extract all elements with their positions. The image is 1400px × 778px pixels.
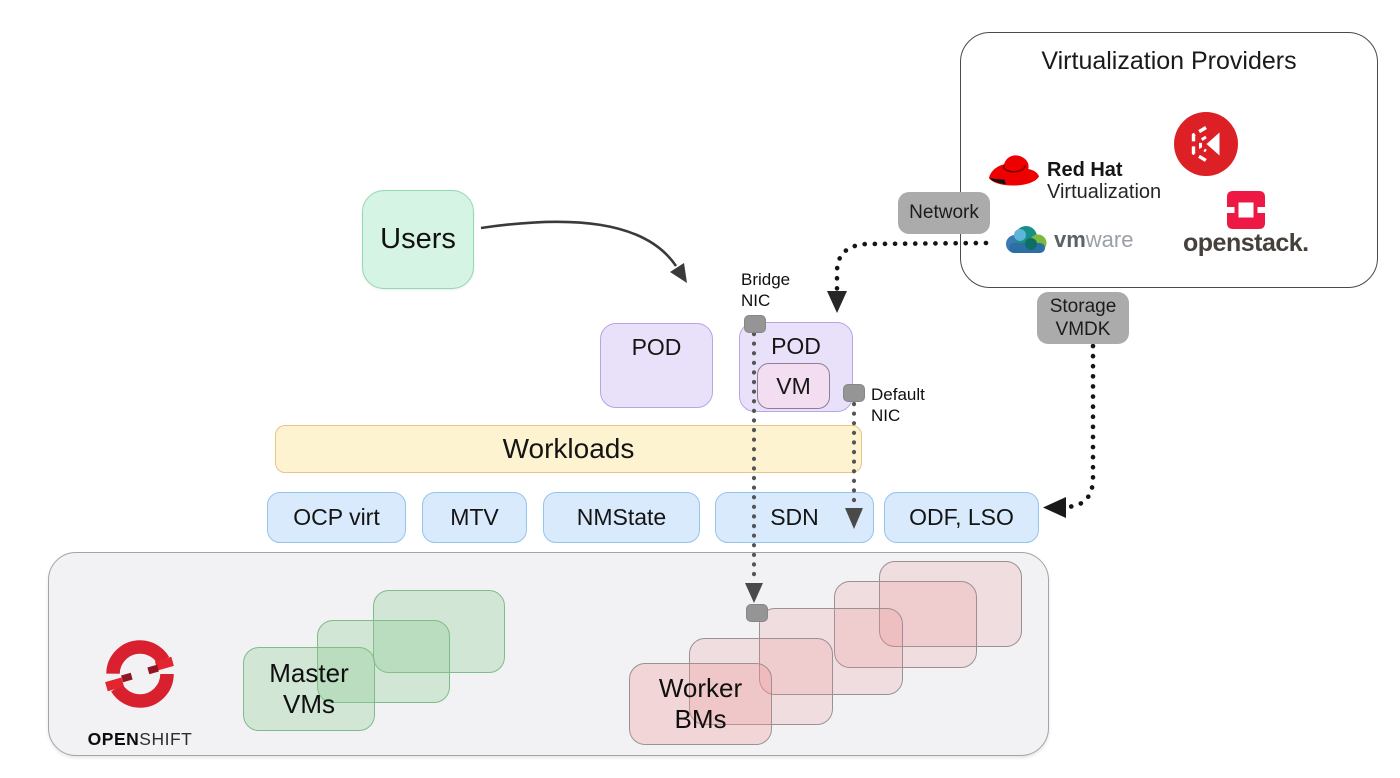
bridge-nic-connector bbox=[744, 315, 766, 333]
operator-mtv: MTV bbox=[422, 492, 527, 543]
default-nic-connector bbox=[843, 384, 865, 402]
openshift-wordmark: OPENSHIFT bbox=[70, 729, 210, 750]
pod-left-label: POD bbox=[631, 334, 682, 360]
users-arrowhead bbox=[670, 263, 687, 283]
operator-odf-lso-label: ODF, LSO bbox=[909, 504, 1014, 530]
worker-nic-connector bbox=[746, 604, 768, 622]
worker-bm-box-front: Worker BMs bbox=[629, 663, 772, 745]
bridge-nic-label: Bridge NIC bbox=[741, 270, 791, 311]
vmware-cloud-icon bbox=[1002, 223, 1052, 262]
openshift-word-bold: OPEN bbox=[87, 729, 140, 749]
operator-nmstate-label: NMState bbox=[576, 504, 667, 530]
operator-ocp-virt-label: OCP virt bbox=[293, 504, 380, 530]
vmware-light-part: ware bbox=[1085, 227, 1134, 252]
redhat-virtualization-logo: Red Hat Virtualization bbox=[1047, 159, 1161, 204]
vmware-wordmark: vmware bbox=[1054, 227, 1133, 253]
operator-mtv-label: MTV bbox=[450, 504, 499, 530]
vm-box: VM bbox=[757, 363, 830, 409]
vmware-bold-part: vm bbox=[1054, 227, 1086, 252]
network-arrowhead bbox=[827, 291, 847, 313]
master-vms-label: Master VMs bbox=[269, 658, 349, 719]
openshift-cluster-box bbox=[48, 552, 1049, 756]
users-to-pod-arrow bbox=[480, 220, 678, 267]
openshift-word-light: SHIFT bbox=[139, 729, 193, 749]
pod-right-label: POD bbox=[771, 333, 821, 359]
providers-title: Virtualization Providers bbox=[1041, 47, 1297, 75]
worker-bms-label: Worker BMs bbox=[658, 673, 743, 734]
default-nic-label: Default NIC bbox=[871, 385, 925, 426]
ovirt-icon bbox=[1173, 111, 1239, 182]
workloads-label: Workloads bbox=[502, 433, 635, 464]
operator-odf-lso: ODF, LSO bbox=[884, 492, 1039, 543]
worker-bm-box-4 bbox=[834, 581, 977, 668]
workloads-bar: Workloads bbox=[275, 425, 862, 473]
storage-vmdk-badge: Storage VMDK bbox=[1037, 292, 1129, 344]
operator-sdn-label: SDN bbox=[770, 504, 819, 530]
worker-bm-box-2 bbox=[689, 638, 833, 725]
storage-arrowhead bbox=[1043, 497, 1066, 518]
pod-left-box: POD bbox=[600, 323, 713, 408]
storage-flow-line bbox=[1057, 343, 1096, 510]
network-badge: Network bbox=[898, 192, 990, 234]
vm-label: VM bbox=[776, 372, 811, 399]
operator-sdn: SDN bbox=[715, 492, 874, 543]
master-vm-box-middle bbox=[317, 620, 450, 703]
operator-ocp-virt: OCP virt bbox=[267, 492, 406, 543]
openshift-ring-icon bbox=[94, 626, 186, 725]
operator-nmstate: NMState bbox=[543, 492, 700, 543]
redhat-product: Virtualization bbox=[1047, 181, 1162, 204]
virtualization-providers-box: Virtualization Providers Red Hat Virtual… bbox=[960, 32, 1378, 288]
users-box: Users bbox=[362, 190, 474, 289]
openstack-wordmark: openstack. bbox=[1183, 229, 1309, 257]
redhat-name: Red Hat bbox=[1047, 159, 1123, 181]
users-label: Users bbox=[380, 223, 456, 255]
openstack-icon bbox=[1226, 191, 1266, 234]
redhat-fedora-icon bbox=[984, 151, 1042, 198]
master-vm-box-front: Master VMs bbox=[243, 647, 375, 731]
